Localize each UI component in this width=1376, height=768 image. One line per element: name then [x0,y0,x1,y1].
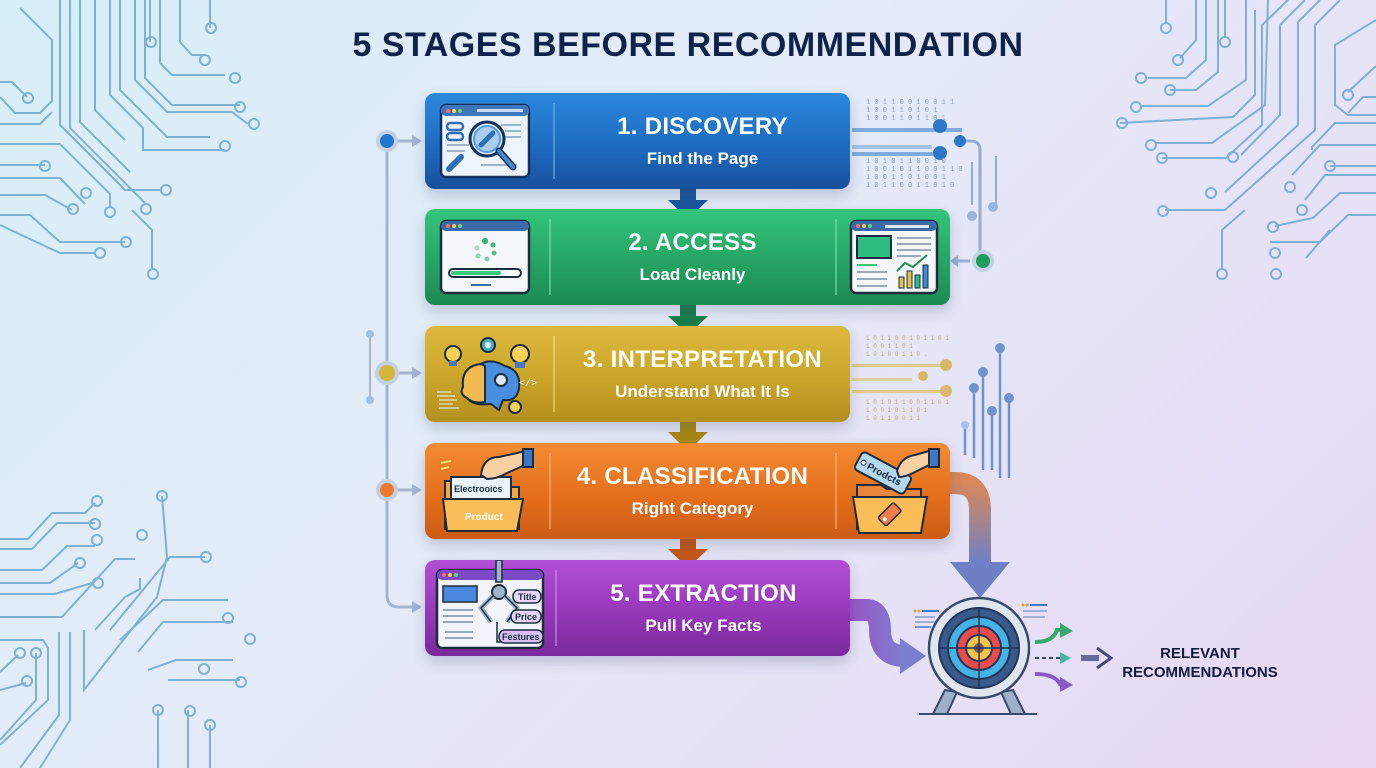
svg-text:1 0 1 1 0 0 1 1 0 1 0: 1 0 1 1 0 0 1 1 0 1 0 [866,182,954,190]
svg-text:1 0 0 1 1 0 1 1 0 1: 1 0 0 1 1 0 1 1 0 1 [866,115,946,123]
svg-text:1 0 1 1 0 0 1 0 0 1 1: 1 0 1 1 0 0 1 0 0 1 1 [866,99,954,107]
page-title: 5 STAGES BEFORE RECOMMENDATION [352,26,1024,64]
folder-electronics-product-icon: Electrooics Product [437,447,541,535]
svg-text:1 0 0 1 1 0 1: 1 0 0 1 1 0 1 [866,343,913,350]
svg-text:1 0 0 1 0 1 1 0 1: 1 0 0 1 0 1 1 0 1 [866,407,928,414]
svg-text:1 0 1 1 0 0 1 1: 1 0 1 1 0 0 1 1 [866,415,920,422]
stage-access: 2. ACCESS Load Cleanly [425,209,950,305]
stage-name: 4. CLASSIFICATION [576,463,809,490]
stage-subtitle: Find the Page [646,149,759,168]
stage-subtitle: Right Category [631,499,754,518]
page-analytics-icon [849,219,941,295]
svg-text:1 0 0 1 0 1 1 0 0 1 1 0: 1 0 0 1 0 1 1 0 0 1 1 0 [866,166,963,174]
result-label: RELEVANT RECOMMENDATIONS [1100,644,1300,682]
svg-text:1 0 1 1 0 0 1 0 1 1 0 1: 1 0 1 1 0 0 1 0 1 1 0 1 [866,335,949,342]
brain-gears-icon: </> [433,332,545,418]
stage-classification: Electrooics Product 4. CLASSIFICATION Ri… [425,443,950,539]
page-loading-icon [439,219,533,295]
svg-text:1 0 1 0 0 1 1 0 .: 1 0 1 0 0 1 1 0 . [866,351,927,358]
folder-tag-icon: Prodcts [849,447,945,535]
target-icon [905,590,1115,720]
stage-name: 1. DISCOVERY [617,113,788,140]
svg-text:1 0 0 1 1 0 1 0 1: 1 0 0 1 1 0 1 0 1 [866,107,937,115]
stage-name: 3. INTERPRETATION [583,346,822,373]
divider [549,219,551,295]
stage-subtitle: Understand What It Is [615,382,790,401]
svg-text:Title: Title [518,592,536,602]
stage-extraction: Title Price Festures 5. EXTRACTION Pull … [425,559,850,656]
svg-text:Price: Price [515,612,537,622]
divider [555,570,557,646]
divider [549,453,551,529]
svg-text:1 0 1 0 1 1 0 0 1 0: 1 0 1 0 1 1 0 0 1 0 [866,158,946,166]
svg-text:1 0 0 1 1 0 1 0 0 1: 1 0 0 1 1 0 1 0 0 1 [866,174,946,182]
result-line-1: RELEVANT [1160,645,1240,662]
divider [553,336,555,412]
svg-text:Product: Product [465,512,503,523]
divider [553,103,555,179]
svg-text:Festures: Festures [502,632,540,642]
browser-search-links-icon [439,103,539,179]
divider [835,219,837,295]
stage-subtitle: Load Cleanly [639,265,746,284]
stage-name: 2. ACCESS [628,229,757,256]
divider [835,453,837,529]
stage-discovery: 1. DISCOVERY Find the Page [425,93,850,189]
stage-name: 5. EXTRACTION [610,580,797,607]
svg-text:Electrooics: Electrooics [454,484,503,494]
stage-subtitle: Pull Key Facts [645,616,762,635]
svg-text:</>: </> [519,378,537,390]
stage-interpretation: </> 3. INTERPRETATION Understand What It… [425,326,850,422]
result-line-2: RECOMMENDATIONS [1122,664,1278,681]
claw-extract-fields-icon: Title Price Festures [435,559,545,650]
svg-text:1 0 1 0 1 1 0 0 1 1 0 1: 1 0 1 0 1 1 0 0 1 1 0 1 [866,399,949,406]
